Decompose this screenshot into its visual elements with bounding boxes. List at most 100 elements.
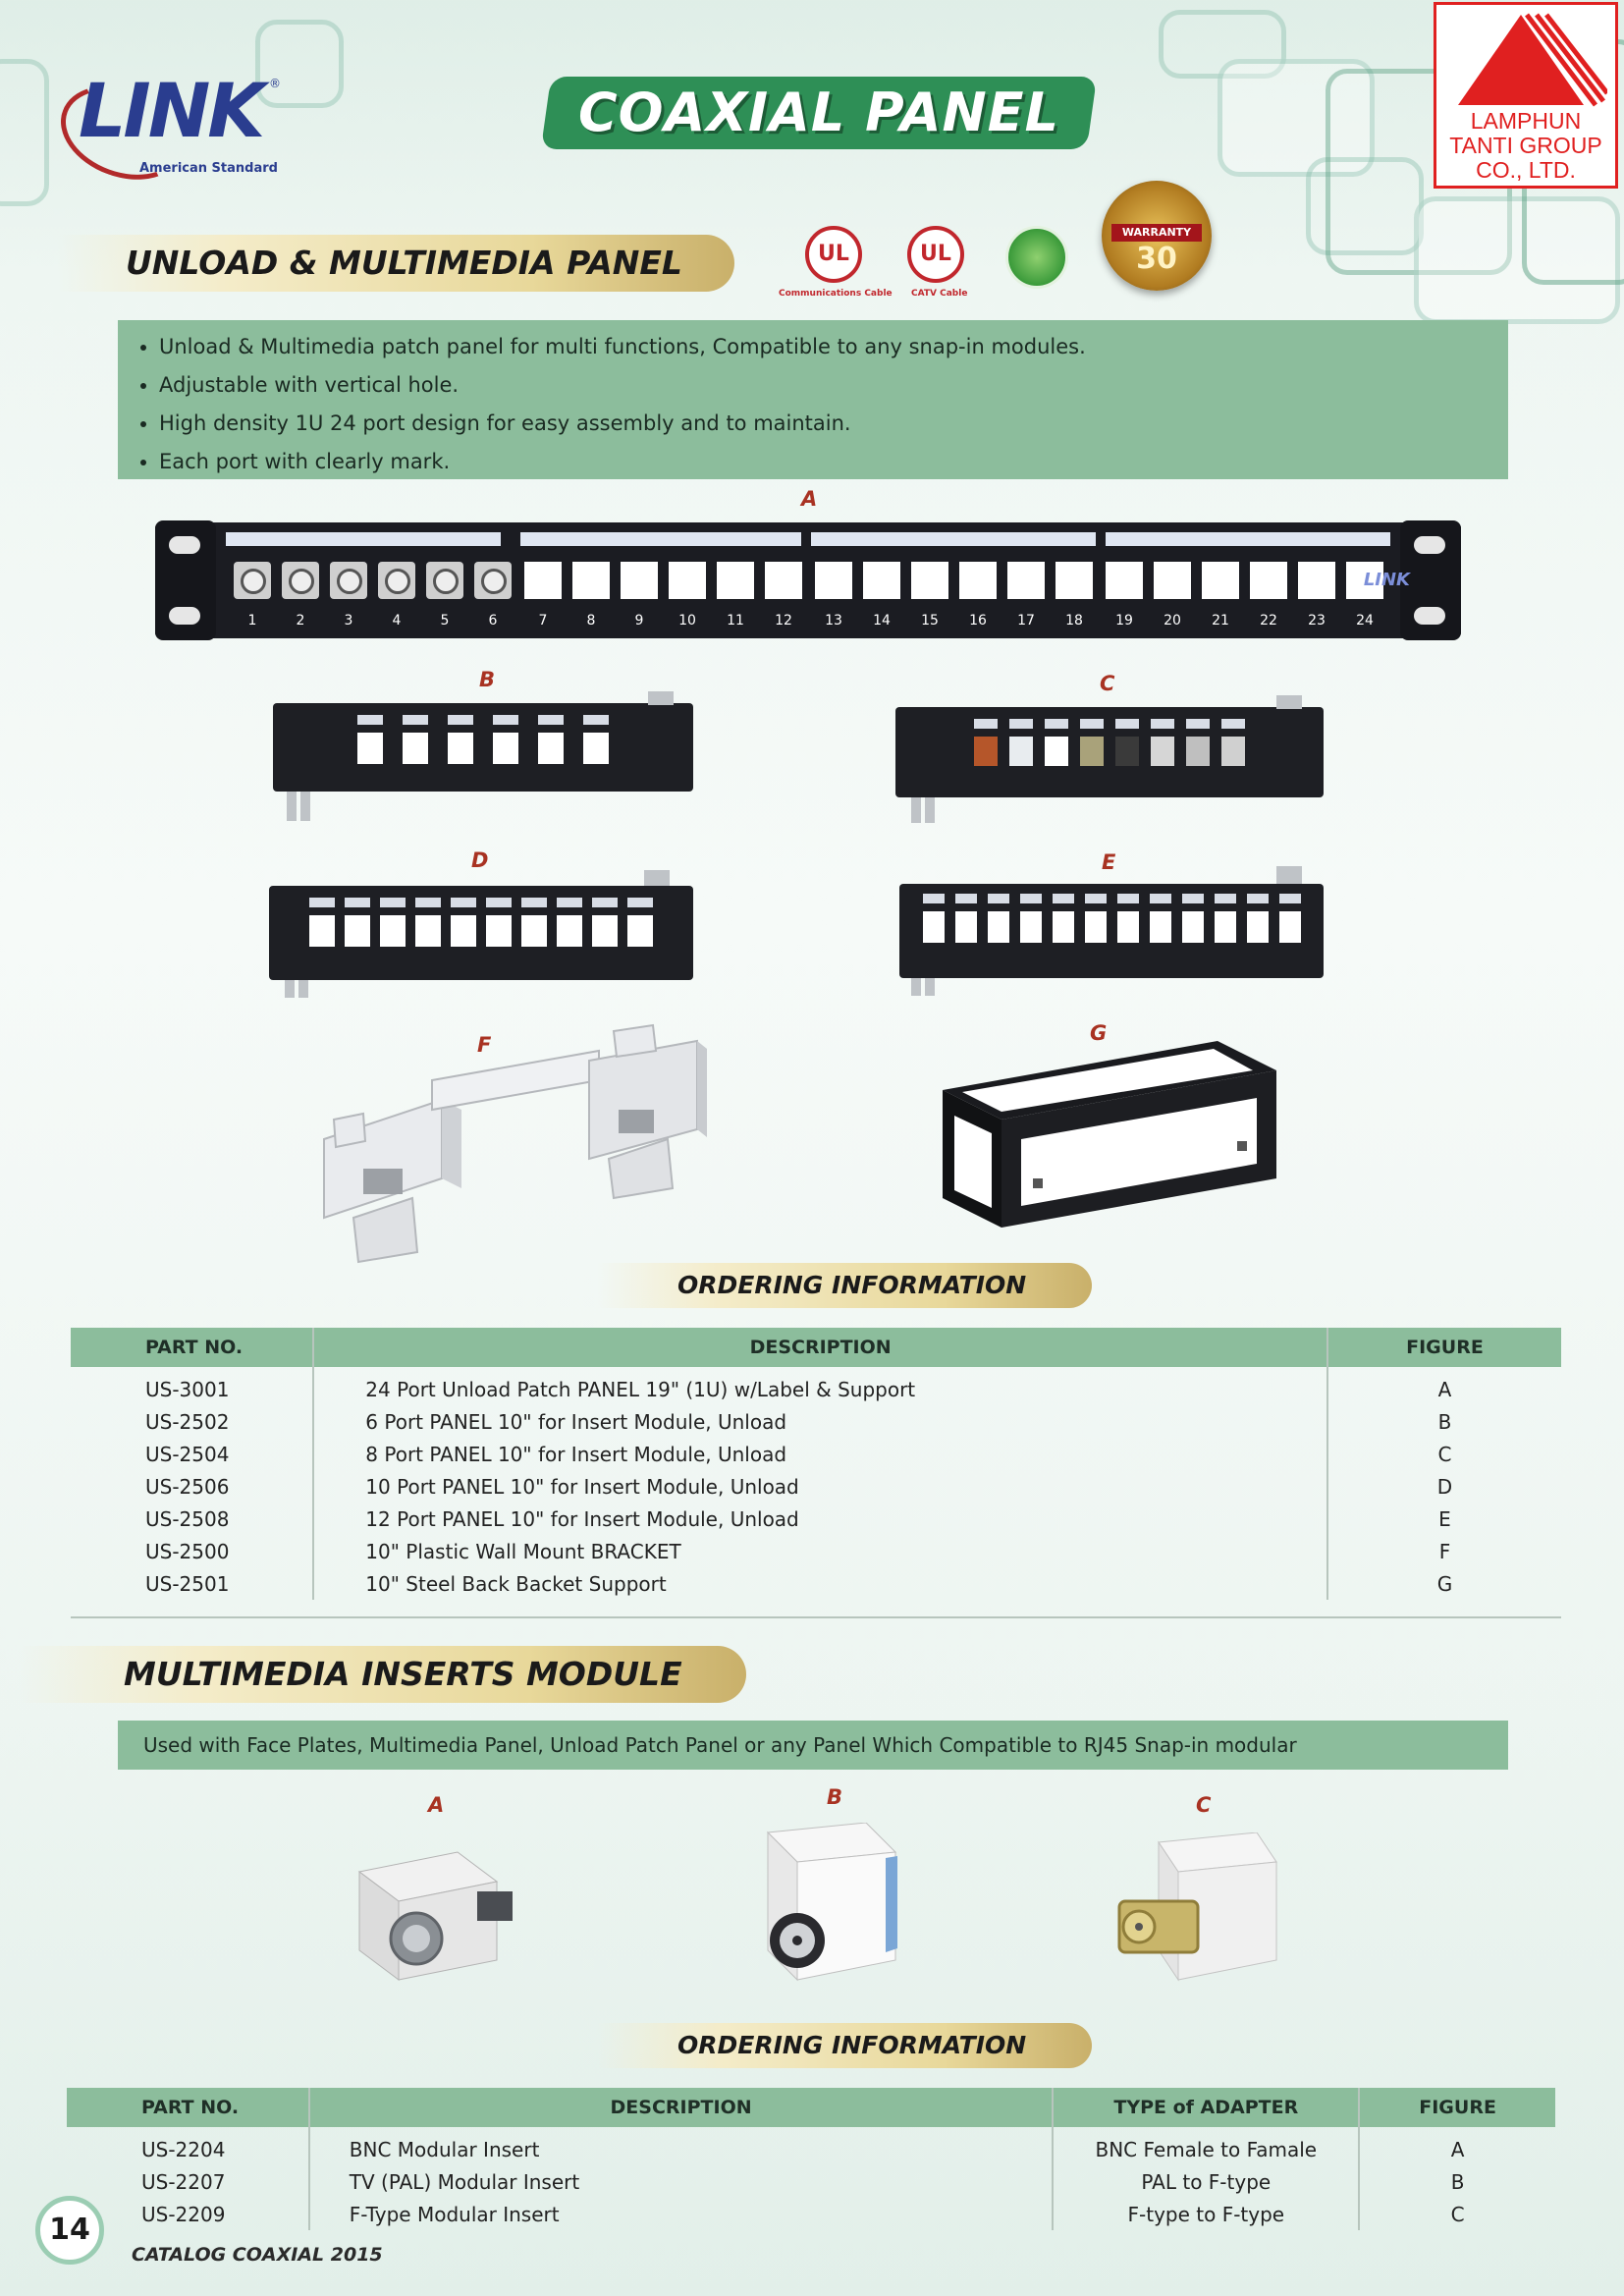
insert-module-port	[1009, 737, 1033, 766]
empty-port	[669, 562, 706, 599]
column-header: DESCRIPTION	[307, 2088, 1054, 2127]
label-slot	[309, 898, 335, 907]
table-cell: US-2506	[145, 1474, 230, 1499]
registered-mark: ®	[269, 77, 281, 90]
table-cell: 12 Port PANEL 10" for Insert Module, Unl…	[312, 1503, 1327, 1535]
empty-port	[815, 562, 852, 599]
label-slot	[988, 894, 1009, 903]
label-slot	[1080, 719, 1104, 729]
label-slot	[923, 894, 945, 903]
empty-port	[1154, 562, 1191, 599]
table-cell: 10" Steel Back Backet Support	[312, 1567, 1327, 1600]
port-number: 2	[296, 613, 305, 629]
figure-label: B	[479, 668, 496, 691]
label-slot	[1020, 894, 1042, 903]
table-cell: D	[1326, 1470, 1561, 1503]
port-number: 14	[873, 613, 891, 629]
logo-wordmark: LINK	[79, 67, 265, 154]
figure-g-steel-back-support	[943, 1041, 1276, 1228]
empty-port	[1085, 911, 1107, 943]
insert-module-port	[1045, 737, 1068, 766]
label-slot	[1221, 719, 1245, 729]
port-number: 24	[1356, 613, 1374, 629]
background-decoration	[255, 20, 344, 108]
label-slot	[493, 715, 518, 725]
table-cell: C	[1326, 1438, 1561, 1470]
ordering-table-inserts: PART NO. DESCRIPTION TYPE of ADAPTER FIG…	[67, 2088, 1555, 2230]
table-cell: TV (PAL) Modular Insert	[307, 2165, 1054, 2198]
port-number: 20	[1164, 613, 1181, 629]
logo-subtitle: American Standard	[139, 161, 278, 176]
label-slot	[955, 894, 977, 903]
port-number: 19	[1115, 613, 1133, 629]
empty-port	[583, 733, 609, 764]
rack-ear	[1400, 520, 1461, 640]
column-header: TYPE of ADAPTER	[1052, 2088, 1360, 2127]
mount-tab	[911, 797, 921, 823]
empty-port	[524, 562, 562, 599]
empty-port	[765, 562, 802, 599]
insert-module-port	[1080, 737, 1104, 766]
figure-f-wall-mount-bracket	[323, 1023, 707, 1264]
empty-port	[988, 911, 1009, 943]
label-slot	[1215, 894, 1236, 903]
background-decoration	[0, 59, 49, 206]
port-number: 12	[775, 613, 792, 629]
table-cell: F-type to F-type	[1052, 2198, 1360, 2230]
label-slot	[1085, 894, 1107, 903]
empty-port	[403, 733, 428, 764]
label-slot	[1115, 719, 1139, 729]
figure-label: E	[1102, 850, 1116, 874]
port-number: 1	[247, 613, 257, 629]
port-number: 11	[727, 613, 744, 629]
ordering-info-header: ORDERING INFORMATION	[597, 2023, 1092, 2068]
table-cell: E	[1326, 1503, 1561, 1535]
empty-port	[1117, 911, 1139, 943]
mount-tab	[925, 797, 935, 823]
dealer-triangle-icon	[1458, 13, 1607, 107]
label-slot	[1186, 719, 1210, 729]
dealer-line: TANTI GROUP	[1449, 133, 1602, 158]
label-slot	[1117, 894, 1139, 903]
figure-c-8-port-panel	[895, 707, 1324, 797]
port-number: 13	[825, 613, 842, 629]
feature-list: Unload & Multimedia patch panel for mult…	[118, 320, 1508, 481]
figure-label: F	[477, 1033, 492, 1057]
mount-tab	[648, 691, 674, 705]
background-decoration	[1414, 196, 1620, 324]
empty-port	[357, 733, 383, 764]
empty-port	[592, 915, 618, 947]
port-number: 15	[921, 613, 939, 629]
label-slot	[357, 715, 383, 725]
ul-caption: Communications Cable	[779, 289, 893, 299]
label-slot	[592, 898, 618, 907]
column-header: PART NO.	[67, 2088, 309, 2127]
table-cell: US-2501	[145, 1571, 230, 1596]
module-description-bar: Used with Face Plates, Multimedia Panel,…	[118, 1721, 1508, 1770]
port-number: 8	[586, 613, 596, 629]
table-cell: US-2204	[141, 2137, 226, 2161]
table-cell: 10 Port PANEL 10" for Insert Module, Unl…	[312, 1470, 1327, 1503]
insert-c-f-type-module	[1117, 1832, 1277, 1982]
empty-port	[345, 915, 370, 947]
port-number: 9	[634, 613, 644, 629]
table-cell: 10" Plastic Wall Mount BRACKET	[312, 1535, 1327, 1567]
figure-label: C	[1100, 672, 1115, 695]
insert-module-port	[1151, 737, 1174, 766]
label-slot	[1182, 894, 1204, 903]
label-slot	[1150, 894, 1171, 903]
empty-port	[1202, 562, 1239, 599]
empty-port	[1250, 562, 1287, 599]
background-decoration	[1218, 59, 1375, 177]
table-cell: 8 Port PANEL 10" for Insert Module, Unlo…	[312, 1438, 1327, 1470]
empty-port	[451, 915, 476, 947]
insert-module-port	[974, 737, 998, 766]
table-cell: PAL to F-type	[1052, 2165, 1360, 2198]
